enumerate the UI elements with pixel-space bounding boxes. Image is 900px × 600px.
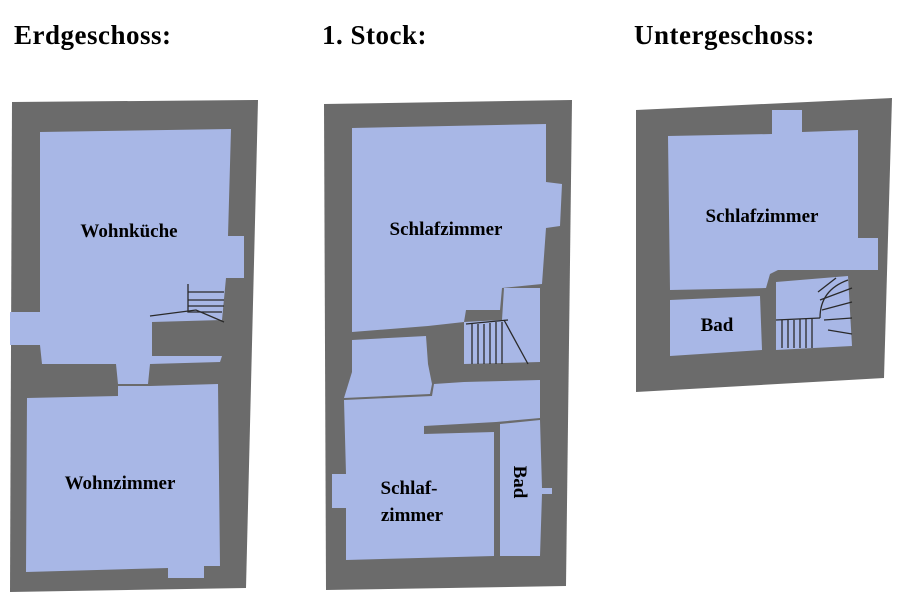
room-bad bbox=[670, 296, 762, 356]
room-label-wohnkueche: Wohnküche bbox=[80, 221, 177, 242]
room-schlafzimmer-2 bbox=[332, 380, 540, 560]
room-label-bad: Bad bbox=[509, 466, 530, 499]
plan-untergeschoss: Schlafzimmer Bad bbox=[636, 98, 892, 392]
room-label-bad: Bad bbox=[701, 315, 734, 336]
room-schlafzimmer bbox=[668, 110, 878, 290]
floor-title-untergeschoss: Untergeschoss: bbox=[634, 20, 815, 50]
room-label-schlaf: Schlaf- bbox=[381, 478, 438, 499]
floor-title-erdgeschoss: Erdgeschoss: bbox=[14, 20, 172, 50]
room-wohnkueche bbox=[10, 129, 244, 384]
room-schlafzimmer bbox=[352, 124, 562, 332]
hallway bbox=[344, 336, 432, 398]
room-label-schlafzimmer: Schlafzimmer bbox=[706, 206, 819, 227]
room-wohnzimmer bbox=[26, 384, 220, 578]
room-bad bbox=[500, 420, 552, 556]
stairs bbox=[465, 319, 529, 365]
room-label-zimmer: zimmer bbox=[381, 505, 444, 526]
plan-1-stock: Schlafzimmer Schlaf- zimmer Bad bbox=[324, 100, 572, 590]
stairs bbox=[149, 284, 225, 323]
stairs bbox=[775, 277, 853, 348]
room-label-schlafzimmer: Schlafzimmer bbox=[390, 219, 503, 240]
floor-title-1-stock: 1. Stock: bbox=[322, 20, 427, 50]
room-label-wohnzimmer: Wohnzimmer bbox=[65, 473, 176, 494]
plan-erdgeschoss: Wohnküche Wohnzimmer bbox=[10, 100, 258, 592]
